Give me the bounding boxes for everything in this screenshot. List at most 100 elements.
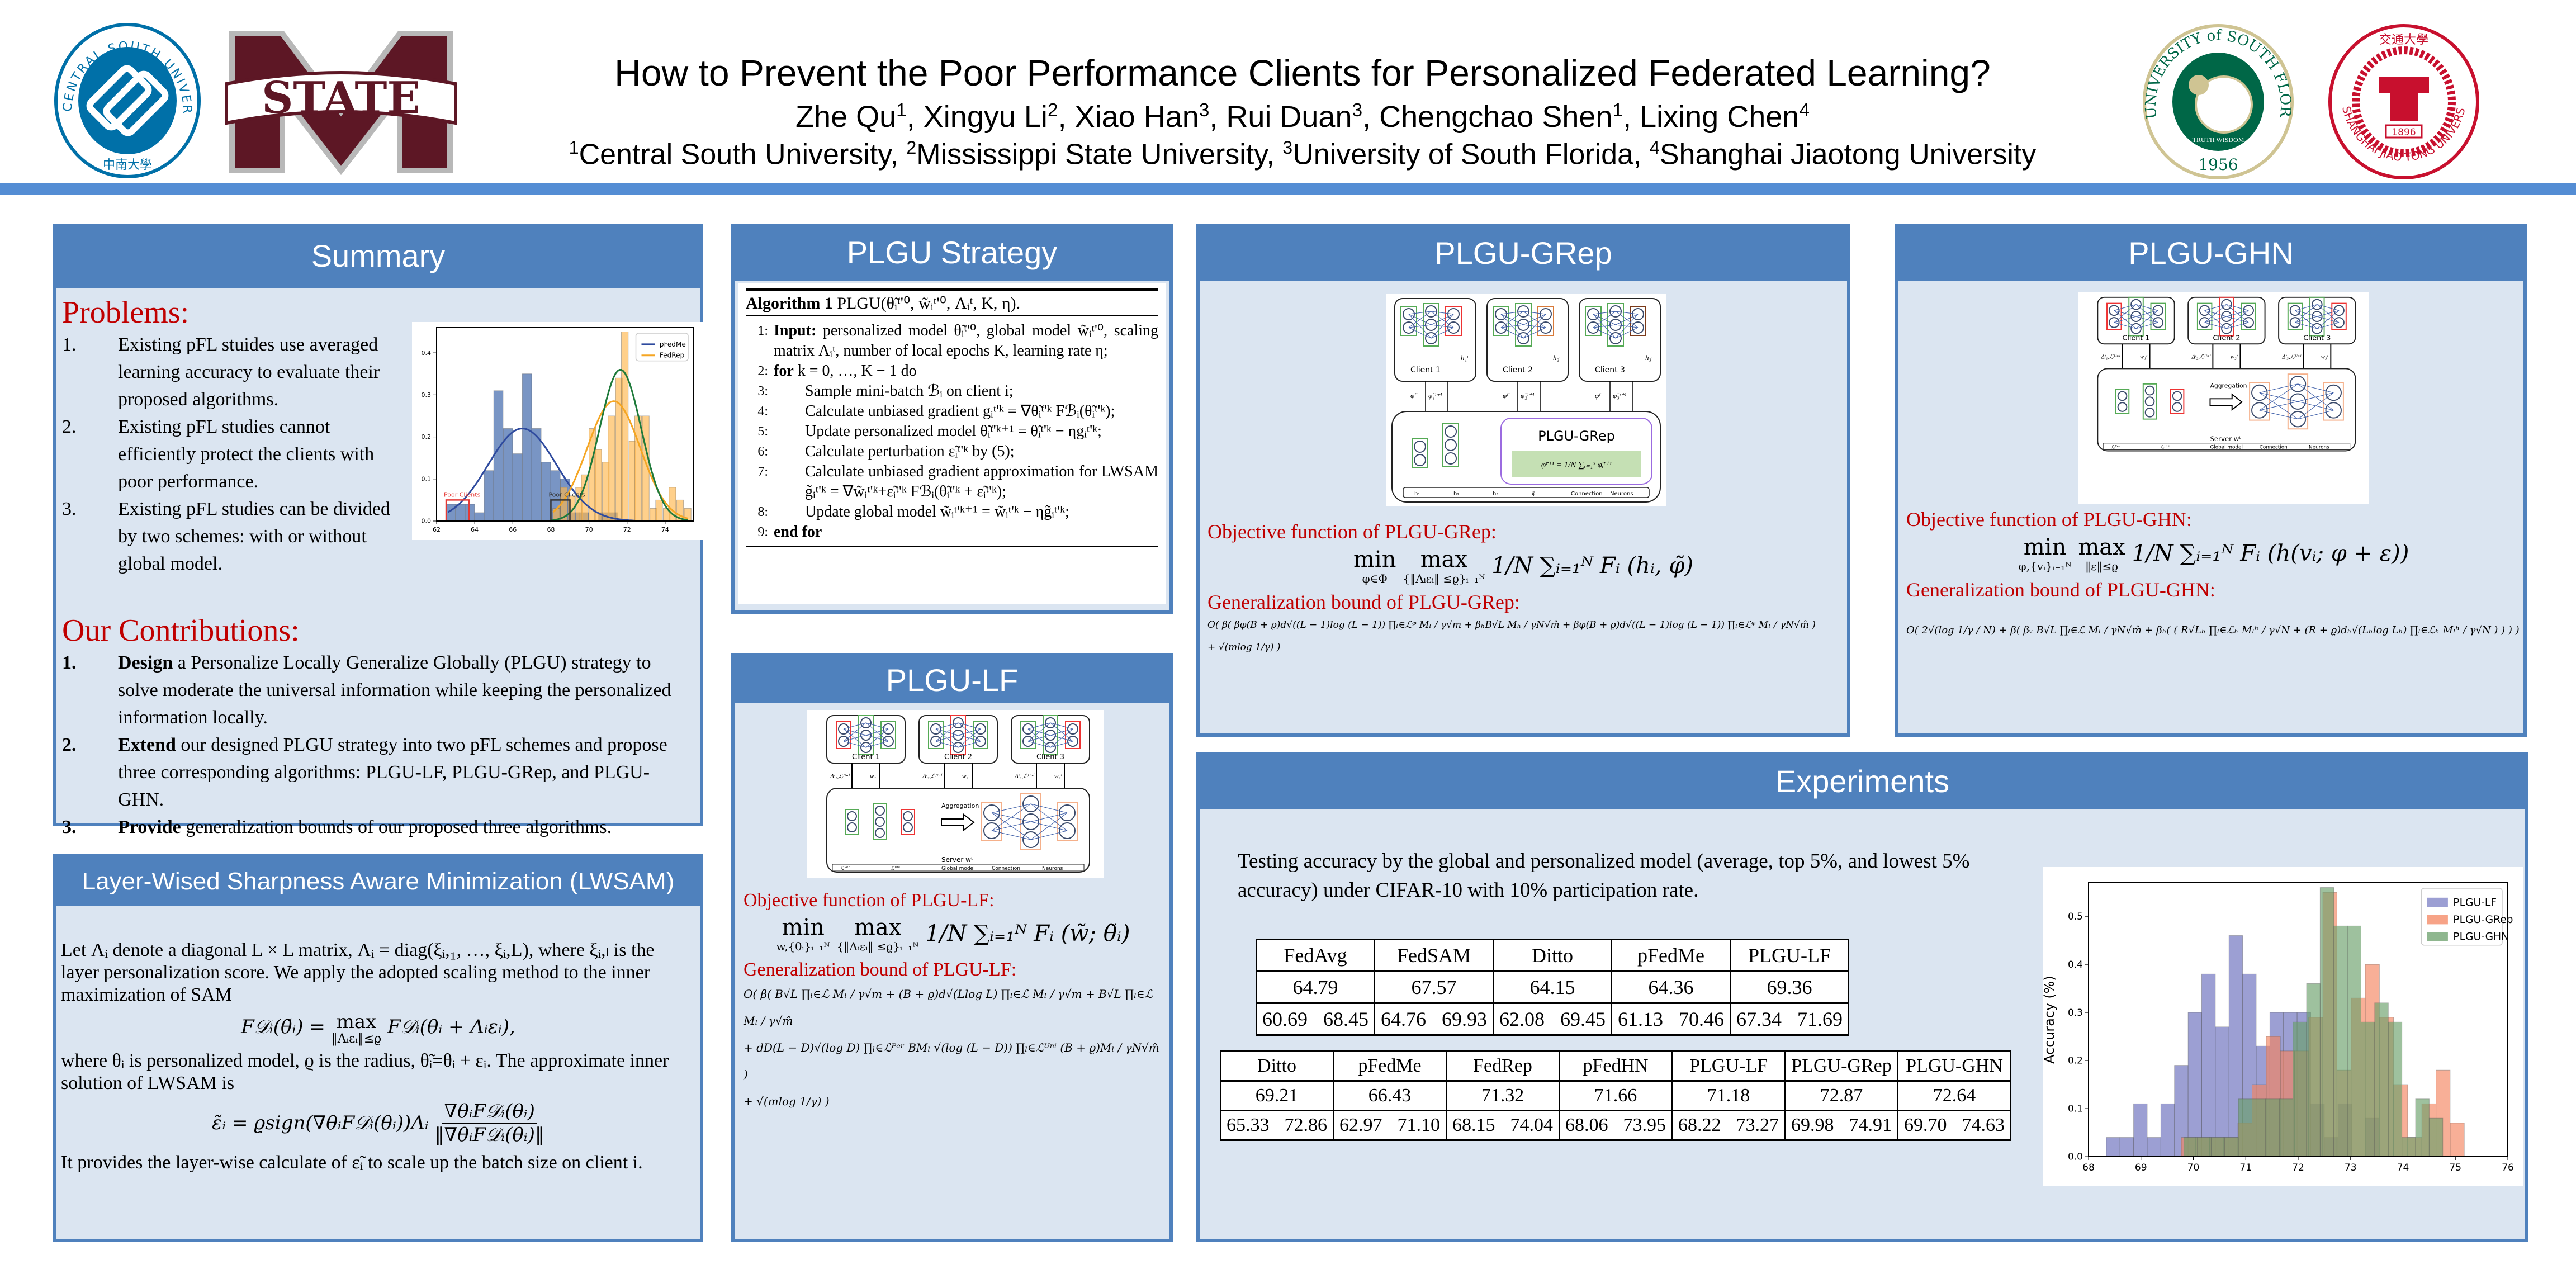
operator-subscript: ‖ε‖≤ϱ [2085,560,2118,573]
problems-heading: Problems: [62,295,190,330]
line-text: Calculate unbiased gradient gᵢᵗ'ᵏ = ∇θ̃ᵢ… [805,402,1115,420]
plgu-lf-bound-heading: Generalization bound of PLGU-LF: [744,959,1017,980]
annotation-label: Poor Clients [444,491,481,498]
plgu-ghn-title: PLGU-GHN [1898,227,2523,281]
operator: max [854,915,902,940]
legend-label: Neurons [1042,866,1063,872]
operator: max [2078,534,2125,560]
top-5-value: 72.86 [1284,1115,1328,1135]
head-label: h₂ᵗ [1553,353,1561,362]
cell-average: 71.66 [1559,1081,1673,1111]
y-tick-label: 0.3 [2068,1007,2083,1019]
legend-swatch [2427,897,2448,907]
histogram-bar [493,390,504,522]
algorithm-line: 3: Sample mini-batch ℬᵢ on client i; [746,381,1158,401]
plgu-ghn-objective-heading: Objective function of PLGU-GHN: [1906,508,2192,531]
x-tick-label: 73 [2345,1162,2357,1173]
y-tick-label: 0.0 [422,518,432,525]
line-text: Sample mini-batch ℬᵢ on client i; [805,382,1014,400]
line-text: Update global model w̃ᵢᵗ'ᵏ⁺¹ = w̃ᵢᵗ'ᵏ − … [805,503,1069,520]
plgu-lf-bound-equation: O( β( B√L ∏ₗ∈ℒ Mₗ / γ√m + (B + ϱ)d√(Llog… [744,987,1159,1108]
download-label: w₁ᵗ [870,773,878,780]
contribution-item: 2.Extend our designed PLGU strategy into… [62,735,667,810]
column-header: FedSAM [1374,939,1494,972]
histogram-bar [2415,1098,2430,1157]
column-header: pFedMe [1611,939,1731,972]
lowest-5-value: 67.34 [1736,1008,1782,1030]
affiliation-number: 2 [906,138,917,158]
y-tick-label: 0.4 [2068,959,2083,970]
density-curve [552,400,689,520]
author-list: Zhe Qu1, Xingyu Li2, Xiao Han3, Rui Duan… [795,100,1810,134]
top-5-value: 71.69 [1797,1008,1843,1030]
problem-item: 3.Existing pFL studies can be divided by… [62,499,390,574]
legend-label: PLGU-LF [2453,897,2497,908]
legend-label: φ̃ [1532,490,1536,497]
download-label: w₂ᵗ [2231,354,2238,361]
client-box: Client 3 [2278,296,2356,345]
x-tick-label: 74 [2397,1162,2409,1173]
contribution-item: 1.Design a Personalize Locally Generaliz… [62,652,671,728]
legend-label: Neurons [1610,491,1633,497]
x-tick-label: 68 [547,526,555,533]
author-affiliation-mark: 1 [896,100,907,121]
histogram-bar [2215,1026,2229,1157]
x-tick-label: 66 [509,526,517,533]
client-label: Client 1 [1410,366,1441,375]
line-number: 7: [757,465,768,479]
lwsam-equation-2: ε̃ᵢ = ϱsign(∇θᵢF𝒟ᵢ(θᵢ))Λᵢ ∇θᵢF𝒟ᵢ(θᵢ) ‖∇θ… [212,1100,544,1146]
lowest-5-value: 65.33 [1227,1115,1270,1135]
y-tick-label: 0.2 [422,433,432,441]
legend-label: PLGU-GHN [2453,931,2509,943]
x-tick-label: 71 [2239,1162,2252,1173]
lowest-5-value: 69.70 [1904,1115,1947,1135]
arrow-icon [2209,393,2243,411]
cell-average: 64.36 [1611,971,1731,1003]
operator: min [1353,547,1396,572]
line-number: 2: [757,364,768,378]
algorithm-line: 6:Calculate perturbation ε̃ᵢᵗ'ᵏ by (5); [746,442,1158,462]
histogram-bar [2279,1098,2294,1157]
contributions-list: 1.Design a Personalize Locally Generaliz… [62,649,694,841]
y-tick-label: 0.5 [2068,911,2083,922]
svg-text:中南大學: 中南大學 [103,158,152,172]
fraction: 1/N [1491,553,1533,579]
line-number: 3: [757,384,768,399]
cell-average: 72.64 [1897,1081,2011,1111]
histogram-bar [2361,1021,2375,1157]
summary-title: Summary [56,227,700,288]
affiliation-list: 1Central South University, 2Mississippi … [569,138,2037,171]
top-5-value: 73.95 [1623,1115,1666,1135]
algorithm-line: 4:Calculate unbiased gradient gᵢᵗ'ᵏ = ∇θ… [746,401,1158,422]
y-tick-label: 0.1 [422,475,432,482]
plgu-lf-title: PLGU-LF [735,656,1169,703]
lwsam-panel: Layer-Wised Sharpness Aware Minimization… [53,854,703,1242]
legend-label: Global model [2210,445,2242,451]
author-name: Zhe Qu [795,100,897,134]
plgu-grep-objective-heading: Objective function of PLGU-GRep: [1208,520,1497,543]
cell-average: 67.57 [1374,971,1494,1003]
histogram-bar [2147,1137,2161,1157]
operator: min [782,915,825,940]
histogram-bar [2197,1137,2212,1157]
plot-frame [436,327,694,522]
loss-term: Fᵢ (w̃; θ̃ᵢ) [1034,921,1130,946]
histogram-bar [2160,1103,2175,1157]
problems-list: 1.Existing pFL stuides use averaged lear… [62,331,409,577]
svg-text:TRUTH WISDOM: TRUTH WISDOM [2193,136,2244,144]
line-text: Input: personalized model θ̃ᵢᵗ'⁰, global… [774,322,1158,359]
density-curve [447,427,635,522]
operator-subscript: φ,{vᵢ}ᵢ₌₁ᴺ [2018,560,2072,573]
